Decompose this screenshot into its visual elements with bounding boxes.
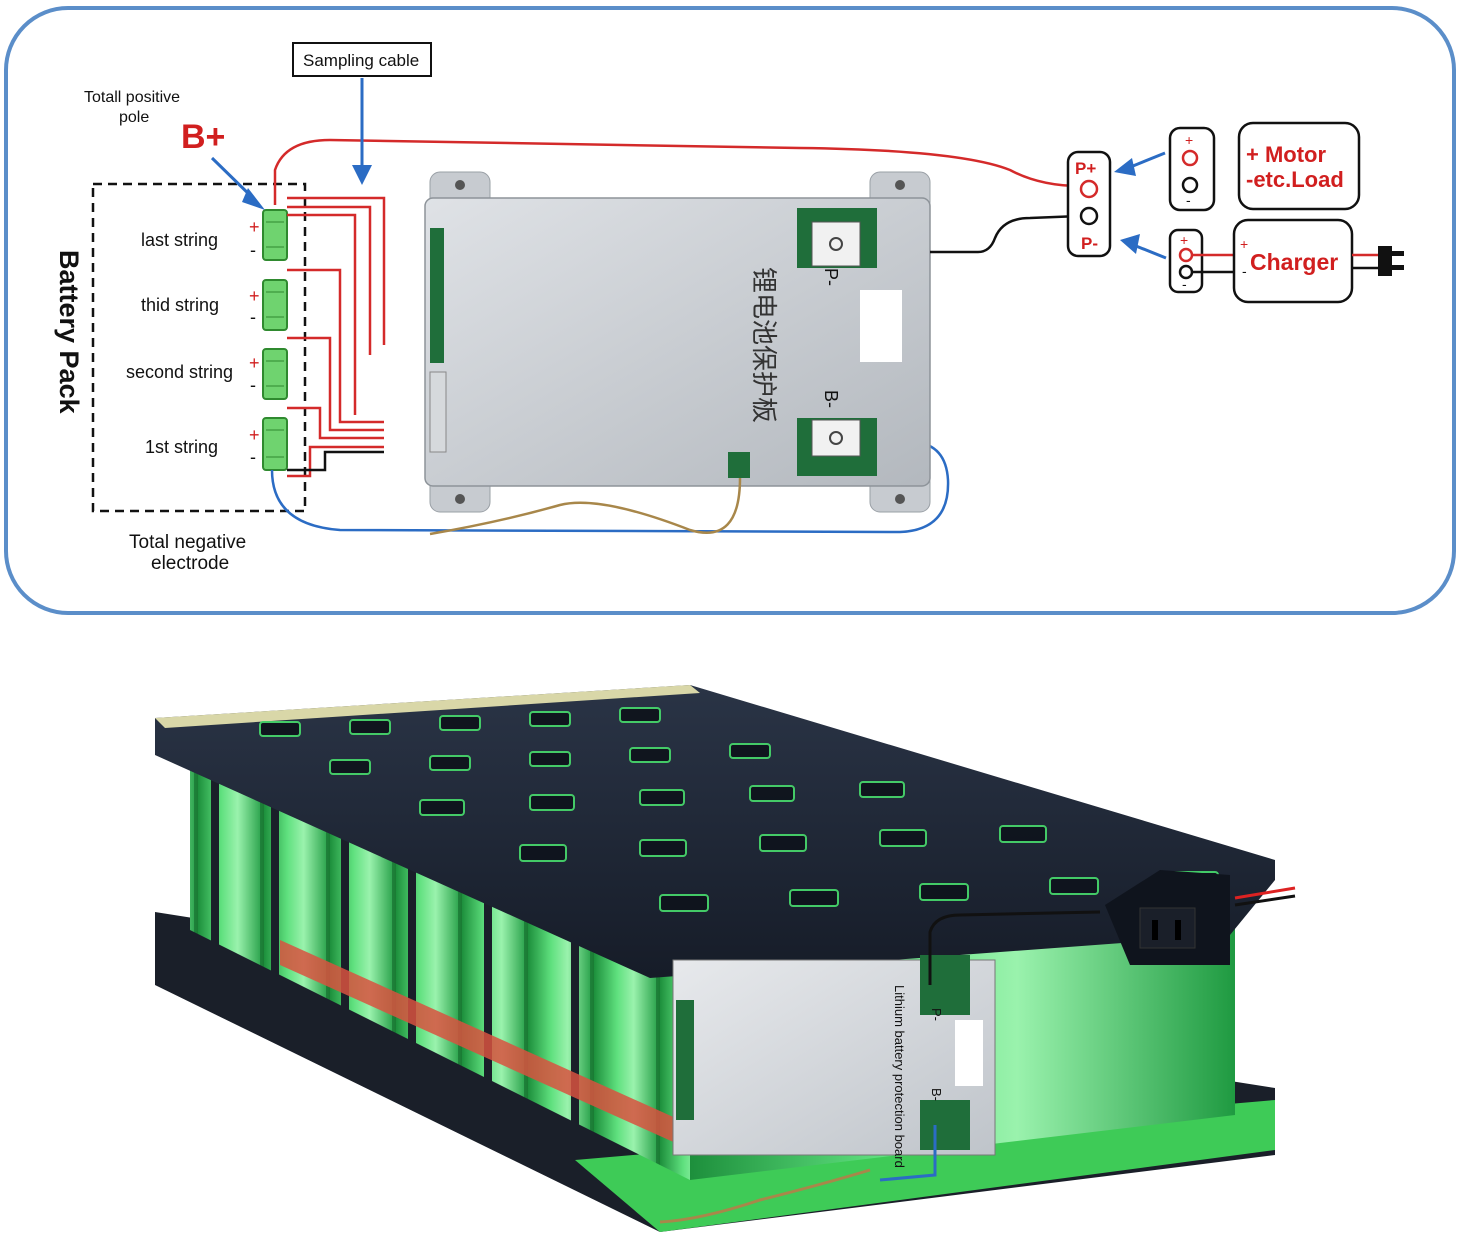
board-chinese-label: 锂电池保护板 [748,267,778,423]
cell-polarity-marks: + - + - + - + - [249,217,260,467]
sampling-cable-label: Sampling cable [303,51,419,70]
p-minus-terminal-label: P- [1081,234,1098,253]
svg-text:+: + [249,353,260,373]
svg-text:+: + [249,217,260,237]
positive-main-wire [273,138,1081,205]
svg-text:-: - [250,375,256,395]
protection-board [424,171,931,513]
svg-text:+: + [249,286,260,306]
charger-plug-plus: + [1180,232,1188,248]
total-positive-label-1: Totall positive [84,89,180,106]
load-plug-plus: + [1185,132,1193,148]
sampling-cable-wires [287,196,386,478]
sampling-cable-box [292,42,432,77]
total-positive-label-2: pole [119,109,149,126]
charger-plug-minus: - [1182,276,1187,292]
charger-box-minus: - [1242,263,1247,279]
p-minus-wire [930,214,1081,254]
battery-cells [262,209,288,471]
p-plus-terminal-label: P+ [1075,159,1096,178]
load-arrow [1127,151,1166,170]
power-plug-icon [1378,246,1404,276]
svg-text:-: - [250,447,256,467]
output-terminal [1066,150,1112,258]
p-plus-socket [1079,179,1099,199]
board-b-minus: B- [821,390,841,408]
load-plug-minus: - [1186,192,1191,208]
b-plus-label: B+ [181,118,225,156]
string-label-third: thid string [141,295,219,315]
battery-pack-photo [155,685,1296,1232]
negative-main-wire [270,440,950,534]
motor-load-box [1237,121,1361,211]
string-label-second: second string [126,362,233,382]
photo-p-minus: P- [929,1008,944,1021]
svg-text:-: - [250,307,256,327]
photo-b-minus: B- [929,1088,944,1101]
total-negative-label-2: electrode [151,553,229,574]
board-p-minus: P- [821,268,841,286]
svg-text:+: + [249,425,260,445]
string-label-first: 1st string [145,437,218,457]
battery-pack-label: Battery Pack [54,250,84,415]
b-plus-arrowhead [242,188,265,210]
p-minus-socket [1079,206,1099,226]
charger-box-plus: + [1240,236,1248,252]
load-label: -etc.Load [1246,167,1344,192]
svg-text:-: - [250,240,256,260]
charger-label: Charger [1250,249,1338,275]
photo-board-label: Lithium battery protection board [892,985,907,1168]
charger-arrow [1135,244,1167,260]
charger-box [1232,218,1354,304]
temperature-wire [429,477,742,536]
motor-label: + Motor [1246,142,1326,167]
load-plug [1168,126,1216,212]
string-label-last: last string [141,230,218,250]
sampling-cable-arrowhead [352,165,372,185]
battery-pack-box [91,182,307,513]
total-negative-label-1: Total negative [129,532,246,553]
